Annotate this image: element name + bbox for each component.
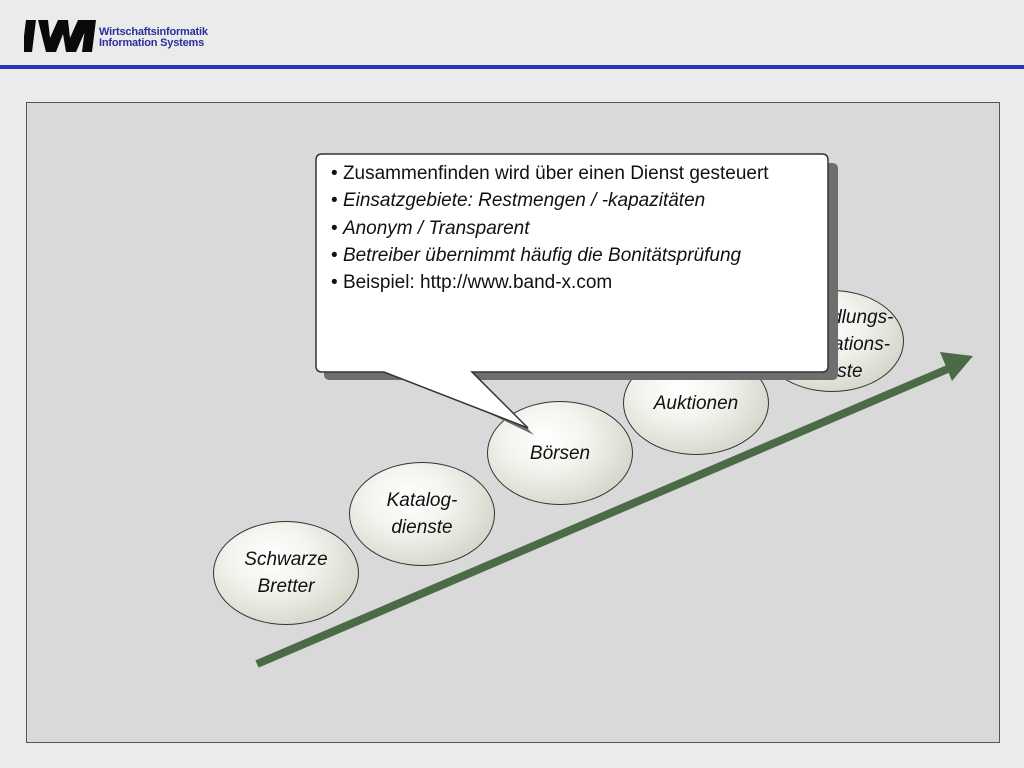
callout-bullet-5: • Beispiel: http://www.band-x.com (331, 272, 613, 294)
callout-bullet-2: • Einsatzgebiete: Restmengen / -kapazitä… (331, 190, 706, 212)
ellipse-label: Schwarze Bretter (244, 549, 328, 597)
logo-line-2: Information Systems (99, 37, 205, 49)
callout-text: • Zusammenfinden wird über einen Dienst … (331, 160, 811, 296)
ellipse-label: Börsen (529, 442, 591, 464)
callout-bullet-4: • Betreiber übernimmt häufig die Bonität… (331, 244, 742, 266)
header-rule (0, 65, 1024, 69)
header: Wirtschaftsinformatik Information System… (0, 0, 1024, 69)
logo-wordmark: Wirtschaftsinformatik Information System… (99, 27, 208, 49)
callout-bullet-3: • Anonym / Transparent (331, 217, 530, 239)
callout-bullet-1: • Zusammenfinden wird über einen Dienst … (331, 163, 769, 184)
ellipse-label: Auktionen (653, 392, 739, 414)
iwi-logo-icon (24, 20, 96, 52)
ellipse-label: Katalog- dienste (386, 490, 458, 538)
ellipse-schwarze-bretter: Schwarze Bretter (213, 521, 359, 625)
ellipse-katalogdienste: Katalog- dienste (349, 462, 495, 566)
logo-line-1: Wirtschaftsinformatik (99, 26, 208, 38)
